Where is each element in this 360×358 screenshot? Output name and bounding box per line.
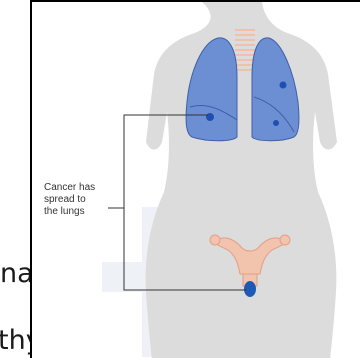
lung-tumor-1 (206, 113, 214, 121)
cervix-tumor (244, 281, 256, 297)
diagram-panel: Cancer has spread to the lungs (30, 0, 360, 358)
trachea (235, 30, 255, 70)
lung-tumor-2 (280, 82, 287, 89)
body-diagram (32, 2, 360, 358)
callout-label: Cancer has spread to the lungs (44, 182, 95, 218)
lung-tumor-3 (273, 120, 279, 126)
